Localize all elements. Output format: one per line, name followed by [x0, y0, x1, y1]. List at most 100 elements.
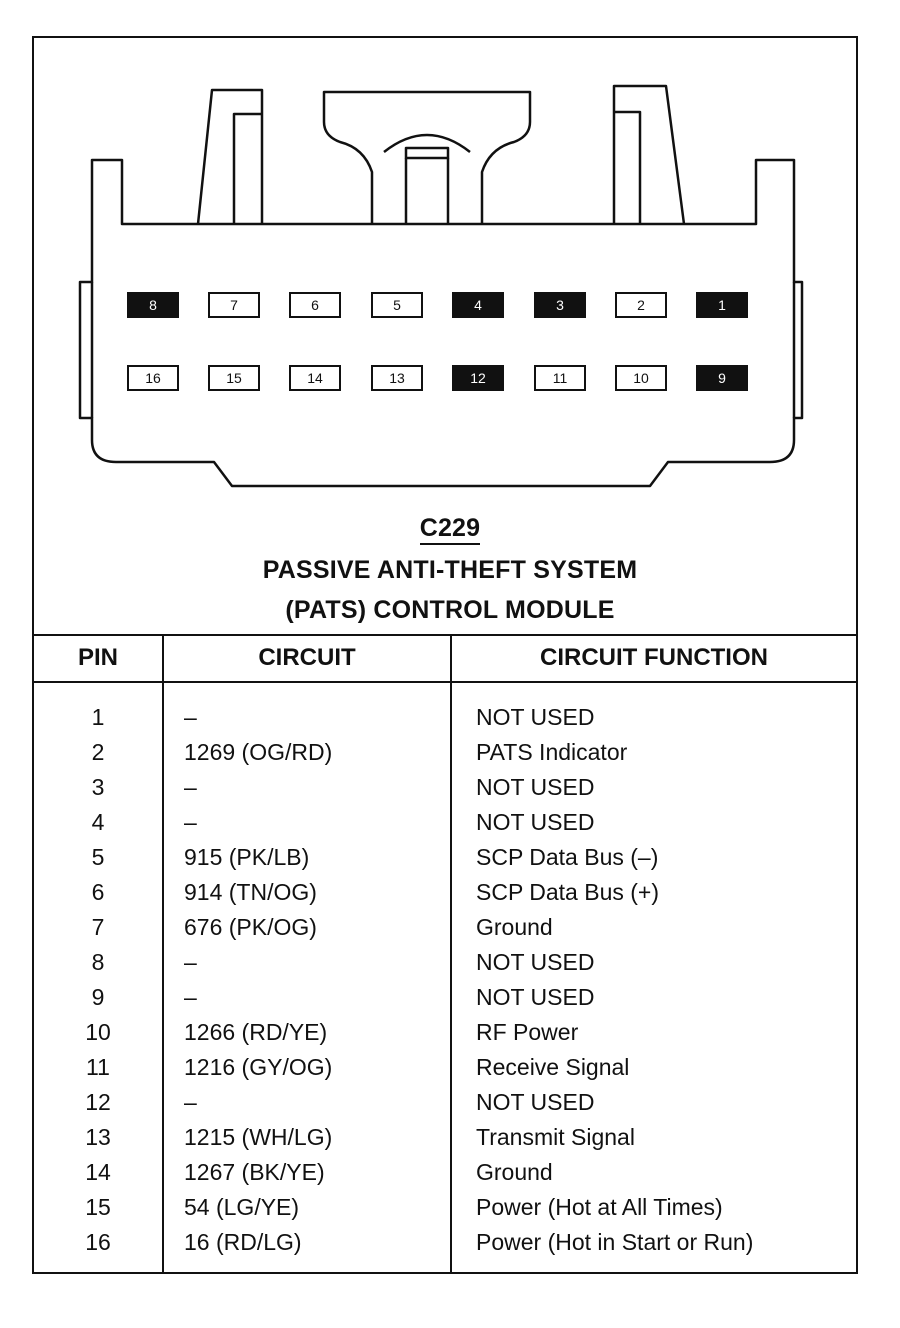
- cavity-3: 3: [534, 292, 586, 318]
- header-circuit-function: CIRCUIT FUNCTION: [540, 644, 768, 671]
- cavity-10: 10: [615, 365, 667, 391]
- function-cell: RF Power: [476, 1019, 579, 1045]
- function-cell: Transmit Signal: [476, 1124, 635, 1150]
- function-cell: Power (Hot in Start or Run): [476, 1229, 754, 1255]
- lock-tab-slot: [404, 146, 450, 160]
- diagram-frame: [32, 36, 858, 1274]
- function-cell: NOT USED: [476, 1089, 595, 1115]
- connector-drawing: 8 7 6 5 4 3 2 1 16 15 14 13 12 11 10 9: [78, 84, 804, 488]
- cavity-box: [208, 292, 260, 318]
- function-cell: Ground: [476, 1159, 553, 1185]
- cavity-12: 12: [452, 365, 504, 391]
- circuit-cell: 914 (TN/OG): [184, 879, 317, 905]
- cavity-16: 16: [127, 365, 179, 391]
- table-row: 13 1215 (WH/LG) Transmit Signal: [0, 1124, 900, 1159]
- table-row: 14 1267 (BK/YE) Ground: [0, 1159, 900, 1194]
- cavity-11: 11: [534, 365, 586, 391]
- table-row: 7 676 (PK/OG) Ground: [0, 914, 900, 949]
- cavity-number: 6: [311, 297, 319, 313]
- cavity-box: [208, 365, 260, 391]
- pin-cell: 13: [85, 1124, 111, 1150]
- pin-cell: 5: [91, 844, 105, 870]
- cavity-box: [696, 365, 748, 391]
- pin-cell: 8: [91, 949, 105, 975]
- cavity-9: 9: [696, 365, 748, 391]
- pin-cell: 11: [86, 1054, 110, 1080]
- pin-cell: 3: [91, 774, 105, 800]
- function-cell: PATS Indicator: [476, 739, 628, 765]
- cavity-number: 13: [389, 370, 405, 386]
- cavity-box: [615, 292, 667, 318]
- pin-cell: 7: [91, 914, 105, 940]
- header-circuit: CIRCUIT: [258, 644, 356, 671]
- column-divider-1: [162, 634, 164, 1274]
- function-cell: NOT USED: [476, 774, 595, 800]
- pin-cell: 10: [85, 1019, 111, 1045]
- cavity-box: [452, 365, 504, 391]
- connector-outline: [78, 84, 804, 488]
- pin-cell: 4: [91, 809, 105, 835]
- cavity-number: 4: [474, 297, 482, 313]
- cavity-number: 1: [718, 297, 726, 313]
- cavity-number: 2: [637, 297, 645, 313]
- function-cell: SCP Data Bus (–): [476, 844, 659, 870]
- cavity-4: 4: [452, 292, 504, 318]
- table-row: 4–NOT USED: [0, 809, 900, 844]
- connector-body: [78, 158, 804, 488]
- circuit-cell: –: [184, 774, 197, 800]
- cavity-14: 14: [289, 365, 341, 391]
- circuit-cell: 676 (PK/OG): [184, 914, 317, 940]
- circuit-cell: 1269 (OG/RD): [184, 739, 333, 765]
- circuit-cell: –: [184, 704, 197, 730]
- cavity-number: 10: [633, 370, 649, 386]
- header-pin: PIN: [77, 644, 118, 671]
- function-cell: Ground: [476, 914, 553, 940]
- table-row: 1 – NOT USED: [0, 704, 900, 739]
- circuit-cell: 1215 (WH/LG): [184, 1124, 333, 1150]
- table-row: 5 915 (PK/LB) SCP Data Bus (–): [0, 844, 900, 879]
- pin-cell: 1: [91, 704, 105, 730]
- function-cell: Power (Hot at All Times): [476, 1194, 723, 1220]
- left-latch-inner: [232, 112, 262, 224]
- circuit-cell: 1267 (BK/YE): [184, 1159, 325, 1185]
- cavity-box: [371, 365, 423, 391]
- cavity-box: [615, 365, 667, 391]
- cavity-box: [534, 365, 586, 391]
- column-divider-2: [450, 634, 452, 1274]
- right-latch-inner: [614, 110, 642, 224]
- cavity-number: 11: [553, 370, 568, 386]
- cavity-box: [289, 365, 341, 391]
- circuit-cell: 915 (PK/LB): [184, 844, 310, 870]
- left-latch: [196, 88, 264, 225]
- table-row: 9–NOT USED: [0, 984, 900, 1019]
- function-cell: NOT USED: [476, 704, 595, 730]
- table-row: 3 – NOT USED: [0, 774, 900, 809]
- right-latch: [612, 84, 686, 225]
- cavity-number: 8: [149, 297, 157, 313]
- table-top-border: [32, 634, 858, 636]
- cavity-1: 1: [696, 292, 748, 318]
- cavity-number: 3: [556, 297, 564, 313]
- center-lock-tab: [322, 90, 532, 224]
- connector-title-line-2: (PATS) CONTROL MODULE: [285, 596, 615, 624]
- circuit-cell: 16 (RD/LG): [184, 1229, 302, 1255]
- circuit-cell: –: [184, 809, 197, 835]
- cavity-box: [452, 292, 504, 318]
- table-header-divider: [32, 681, 858, 683]
- lock-tab-arch: [383, 133, 471, 153]
- function-cell: Receive Signal: [476, 1054, 630, 1080]
- pin-cell: 12: [85, 1089, 111, 1115]
- pin-cell: 14: [85, 1159, 111, 1185]
- cavity-5: 5: [371, 292, 423, 318]
- cavity-number: 15: [226, 370, 242, 386]
- cavity-number: 12: [470, 370, 486, 386]
- cavity-box: [696, 292, 748, 318]
- cavity-15: 15: [208, 365, 260, 391]
- cavity-7: 7: [208, 292, 260, 318]
